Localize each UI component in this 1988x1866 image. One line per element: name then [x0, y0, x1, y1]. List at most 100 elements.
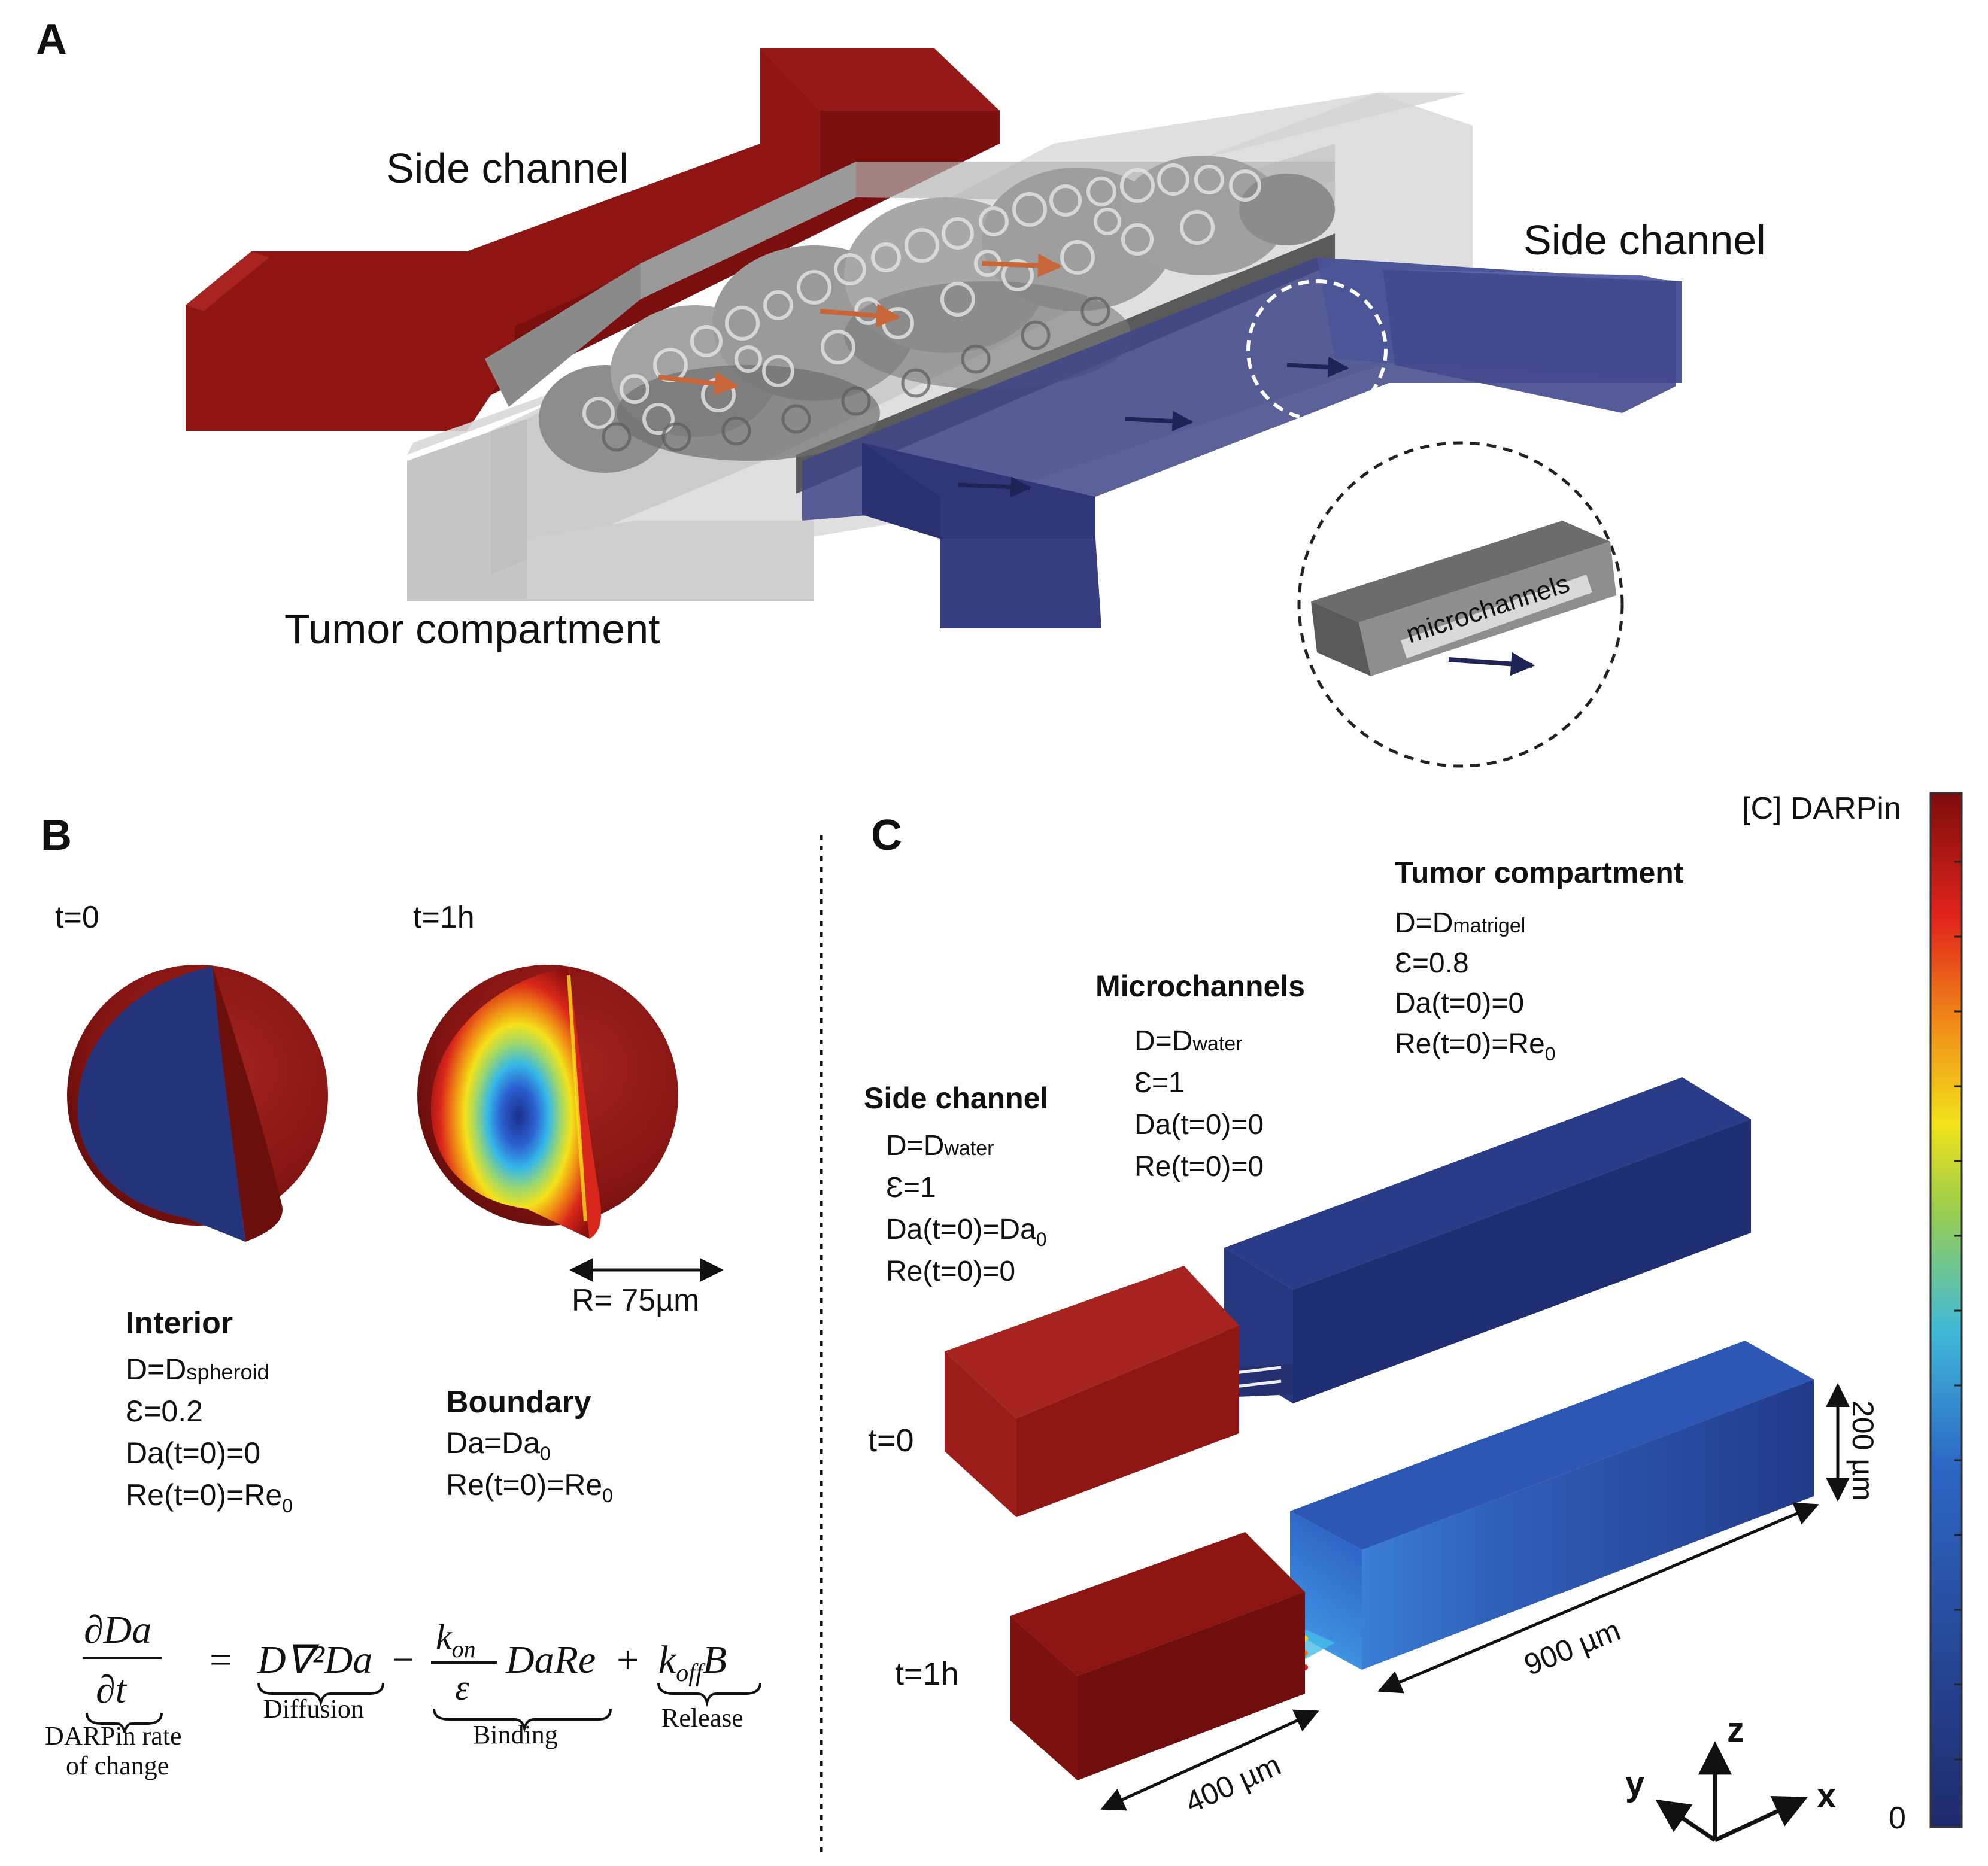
microchannel-inset: microchannels — [1297, 441, 1624, 768]
spheroid-cluster — [539, 156, 1335, 473]
tumor-params: Tumor compartment D=Dmatrigel Ɛ=0.8 Da(t… — [1395, 856, 1684, 1065]
interior-re: Re(t=0)=Re — [126, 1478, 282, 1512]
eq-label-diffusion: Diffusion — [263, 1694, 364, 1724]
magnify-circle — [1246, 279, 1388, 421]
tumor-compartment-label: Tumor compartment — [284, 606, 660, 652]
tumor-eps: Ɛ=0.8 — [1395, 947, 1469, 979]
side-channel-right-label: Side channel — [1523, 217, 1766, 263]
side-d-sub: water — [943, 1137, 994, 1160]
tumor-d: D=D — [1395, 907, 1453, 939]
svg-text:D=Dwater: D=Dwater — [1134, 1025, 1243, 1057]
side-params: Side channel D=Dwater Ɛ=1 Da(t=0)=Da0 Re… — [864, 1081, 1048, 1287]
side-d: D=D — [886, 1130, 944, 1162]
micro-params: Microchannels D=Dwater Ɛ=1 Da(t=0)=0 Re(… — [1095, 970, 1305, 1183]
blue-side-channel — [802, 257, 1682, 628]
eq-label-binding: Binding — [473, 1720, 558, 1749]
eq-label-release: Release — [661, 1703, 743, 1733]
boundary-params: Boundary Da=Da0 Re(t=0)=Re0 — [446, 1385, 613, 1506]
eq-koff-b: B — [703, 1638, 727, 1682]
side-re: Re(t=0)=0 — [886, 1256, 1015, 1287]
label-c-t0: t=0 — [868, 1423, 914, 1458]
eq-diffusion-term: D∇²Da — [257, 1638, 372, 1682]
boundary-re: Re(t=0)=Re — [446, 1468, 602, 1502]
svg-text:koffB: koffB — [658, 1638, 727, 1687]
eq-minus: − — [392, 1638, 414, 1682]
svg-text:Da(t=0)=Da0: Da(t=0)=Da0 — [886, 1214, 1047, 1250]
boundary-title: Boundary — [446, 1385, 591, 1420]
micro-da: Da(t=0)=0 — [1134, 1109, 1264, 1141]
dim-400-label: 400 µm — [1180, 1748, 1286, 1819]
eq-plus: + — [617, 1638, 639, 1682]
label-t0: t=0 — [55, 900, 99, 935]
eq-label-lhs-2: of change — [66, 1751, 169, 1780]
boundary-re-sub: 0 — [602, 1485, 613, 1506]
eq-binding-term: DaRe — [505, 1638, 596, 1682]
interior-d: D=D — [126, 1353, 186, 1386]
side-title: Side channel — [864, 1081, 1048, 1115]
radius-label: R= 75µm — [572, 1283, 699, 1318]
dim-900-arrow — [1377, 1502, 1819, 1694]
micro-eps: Ɛ=1 — [1134, 1067, 1185, 1099]
interior-da: Da(t=0)=0 — [126, 1436, 260, 1470]
governing-equation: ∂Da ∂t DARPin rate of change = D∇²Da Dif… — [45, 1608, 761, 1780]
boundary-da: Da=Da — [446, 1426, 540, 1460]
colorbar-title: [C] DARPin — [1742, 791, 1901, 826]
tumor-re-sub: 0 — [1545, 1043, 1556, 1065]
micro-re: Re(t=0)=0 — [1134, 1151, 1264, 1183]
svg-text:Re(t=0)=Re0: Re(t=0)=Re0 — [126, 1478, 293, 1516]
svg-text:D=Dmatrigel: D=Dmatrigel — [1395, 907, 1525, 939]
eq-equals: = — [210, 1638, 232, 1682]
interior-eps: Ɛ=0.2 — [126, 1394, 203, 1428]
eq-label-lhs-1: DARPin rate — [45, 1721, 182, 1750]
axis-z-label: z — [1727, 1710, 1744, 1749]
panel-c-letter: C — [871, 812, 902, 859]
interior-params: Interior D=Dspheroid Ɛ=0.2 Da(t=0)=0 Re(… — [126, 1306, 293, 1516]
micro-d-sub: water — [1192, 1032, 1242, 1055]
panel-a-letter: A — [36, 16, 67, 63]
axis-x-label: x — [1817, 1776, 1836, 1815]
dim-200-label: 200 µm — [1846, 1400, 1880, 1501]
micro-title: Microchannels — [1095, 970, 1305, 1003]
eq-eps: ε — [455, 1668, 469, 1707]
tumor-re: Re(t=0)=Re — [1395, 1028, 1545, 1060]
side-eps: Ɛ=1 — [886, 1172, 936, 1204]
eq-lhs-den: ∂t — [96, 1668, 128, 1712]
panel-b-letter: B — [41, 812, 72, 859]
side-channel-left-label: Side channel — [386, 145, 629, 192]
colorbar-min: 0 — [1889, 1801, 1906, 1835]
svg-text:Da=Da0: Da=Da0 — [446, 1426, 551, 1464]
eq-koff: k — [658, 1638, 677, 1682]
boundary-da-sub: 0 — [540, 1443, 551, 1464]
interior-d-sub: spheroid — [186, 1360, 269, 1384]
eq-koff-sub: off — [676, 1660, 706, 1687]
interior-re-sub: 0 — [282, 1495, 293, 1516]
eq-kon-sub: on — [452, 1636, 476, 1663]
panel-c: C [C] DARPin 0 Tumor compartment D=Dmatr… — [864, 791, 1963, 1843]
panel-a: A — [36, 16, 1766, 768]
tumor-d-sub: matrigel — [1453, 914, 1525, 937]
svg-text:Re(t=0)=Re0: Re(t=0)=Re0 — [1395, 1028, 1556, 1065]
svg-text:Re(t=0)=Re0: Re(t=0)=Re0 — [446, 1468, 613, 1506]
dim-400-arrow — [1100, 1709, 1319, 1811]
side-da: Da(t=0)=Da — [886, 1214, 1036, 1245]
axis-triad: z x y — [1625, 1710, 1836, 1843]
micro-d: D=D — [1134, 1025, 1192, 1057]
svg-text:D=Dspheroid: D=Dspheroid — [126, 1353, 269, 1386]
panel-b: B t=0 t=1h R= 75µm Interior D=Dspheroid … — [41, 812, 761, 1780]
svg-text:D=Dwater: D=Dwater — [886, 1130, 994, 1162]
colorbar-ticks — [1954, 861, 1962, 1761]
axis-y-label: y — [1625, 1764, 1644, 1803]
geometry-t0 — [945, 1077, 1751, 1517]
svg-text:kon: kon — [436, 1617, 476, 1663]
spheroid-t1h — [417, 965, 678, 1239]
eq-kon: k — [436, 1617, 453, 1657]
spheroid-t0 — [67, 965, 328, 1242]
label-c-t1h: t=1h — [895, 1656, 959, 1692]
interior-title: Interior — [126, 1306, 233, 1341]
eq-lhs-num: ∂Da — [84, 1608, 151, 1652]
label-t1h: t=1h — [413, 900, 475, 935]
tumor-title: Tumor compartment — [1395, 856, 1684, 889]
tumor-da: Da(t=0)=0 — [1395, 987, 1524, 1019]
